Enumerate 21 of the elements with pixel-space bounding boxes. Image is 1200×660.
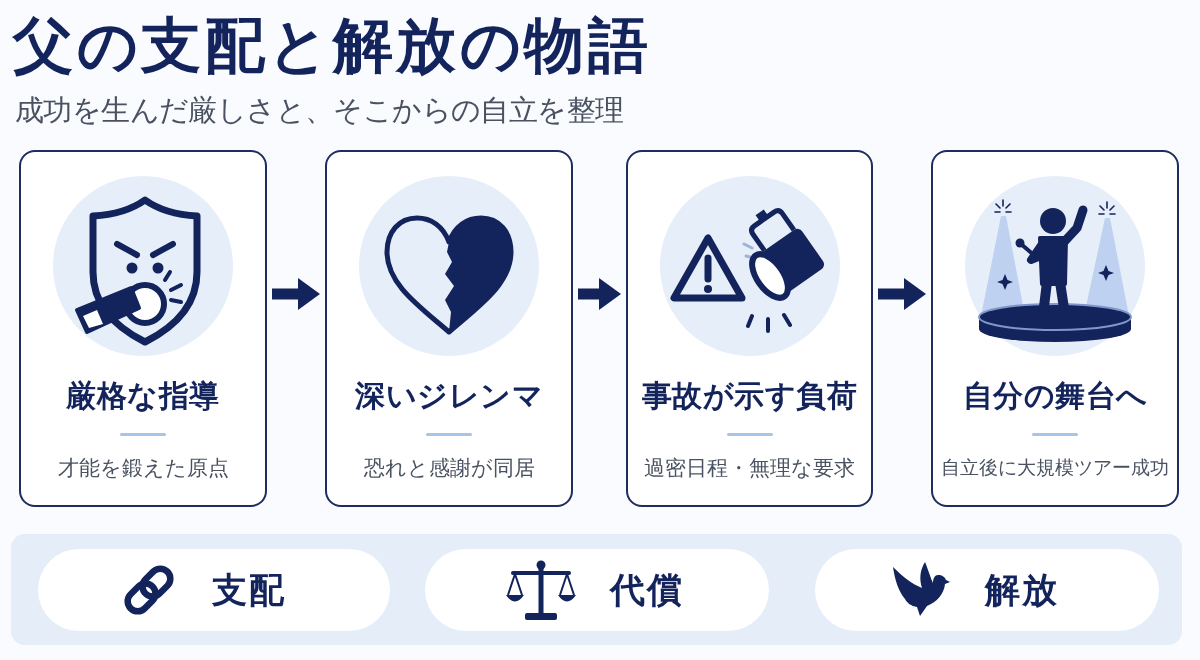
card-heading: 事故が示す負荷 xyxy=(641,377,858,415)
background-band xyxy=(11,534,1182,645)
arrow xyxy=(272,278,320,310)
arrow xyxy=(578,278,621,310)
card-description: 恐れと感謝が同居 xyxy=(363,455,535,482)
step-card xyxy=(931,150,1179,507)
card-description: 自立後に大規模ツアー成功 xyxy=(941,456,1169,480)
step-card xyxy=(325,150,573,507)
card-description: 才能を鍛えた原点 xyxy=(57,455,229,482)
keyword-text: 代償 xyxy=(610,569,684,612)
arrow xyxy=(878,278,926,310)
card-heading: 深いジレンマ xyxy=(355,377,543,415)
page-title: 父の支配と解放の物語 xyxy=(13,9,651,82)
step-card xyxy=(19,150,267,507)
keyword-text: 支配 xyxy=(212,569,286,612)
card-heading: 自分の舞台へ xyxy=(962,377,1148,415)
card-description: 過密日程・無理な要求 xyxy=(644,455,855,482)
subtitle: 成功を生んだ厳しさと、そこからの自立を整理 xyxy=(15,92,624,129)
keyword-text: 解放 xyxy=(985,569,1059,612)
card-heading: 厳格な指導 xyxy=(66,377,220,415)
step-card xyxy=(626,150,873,507)
